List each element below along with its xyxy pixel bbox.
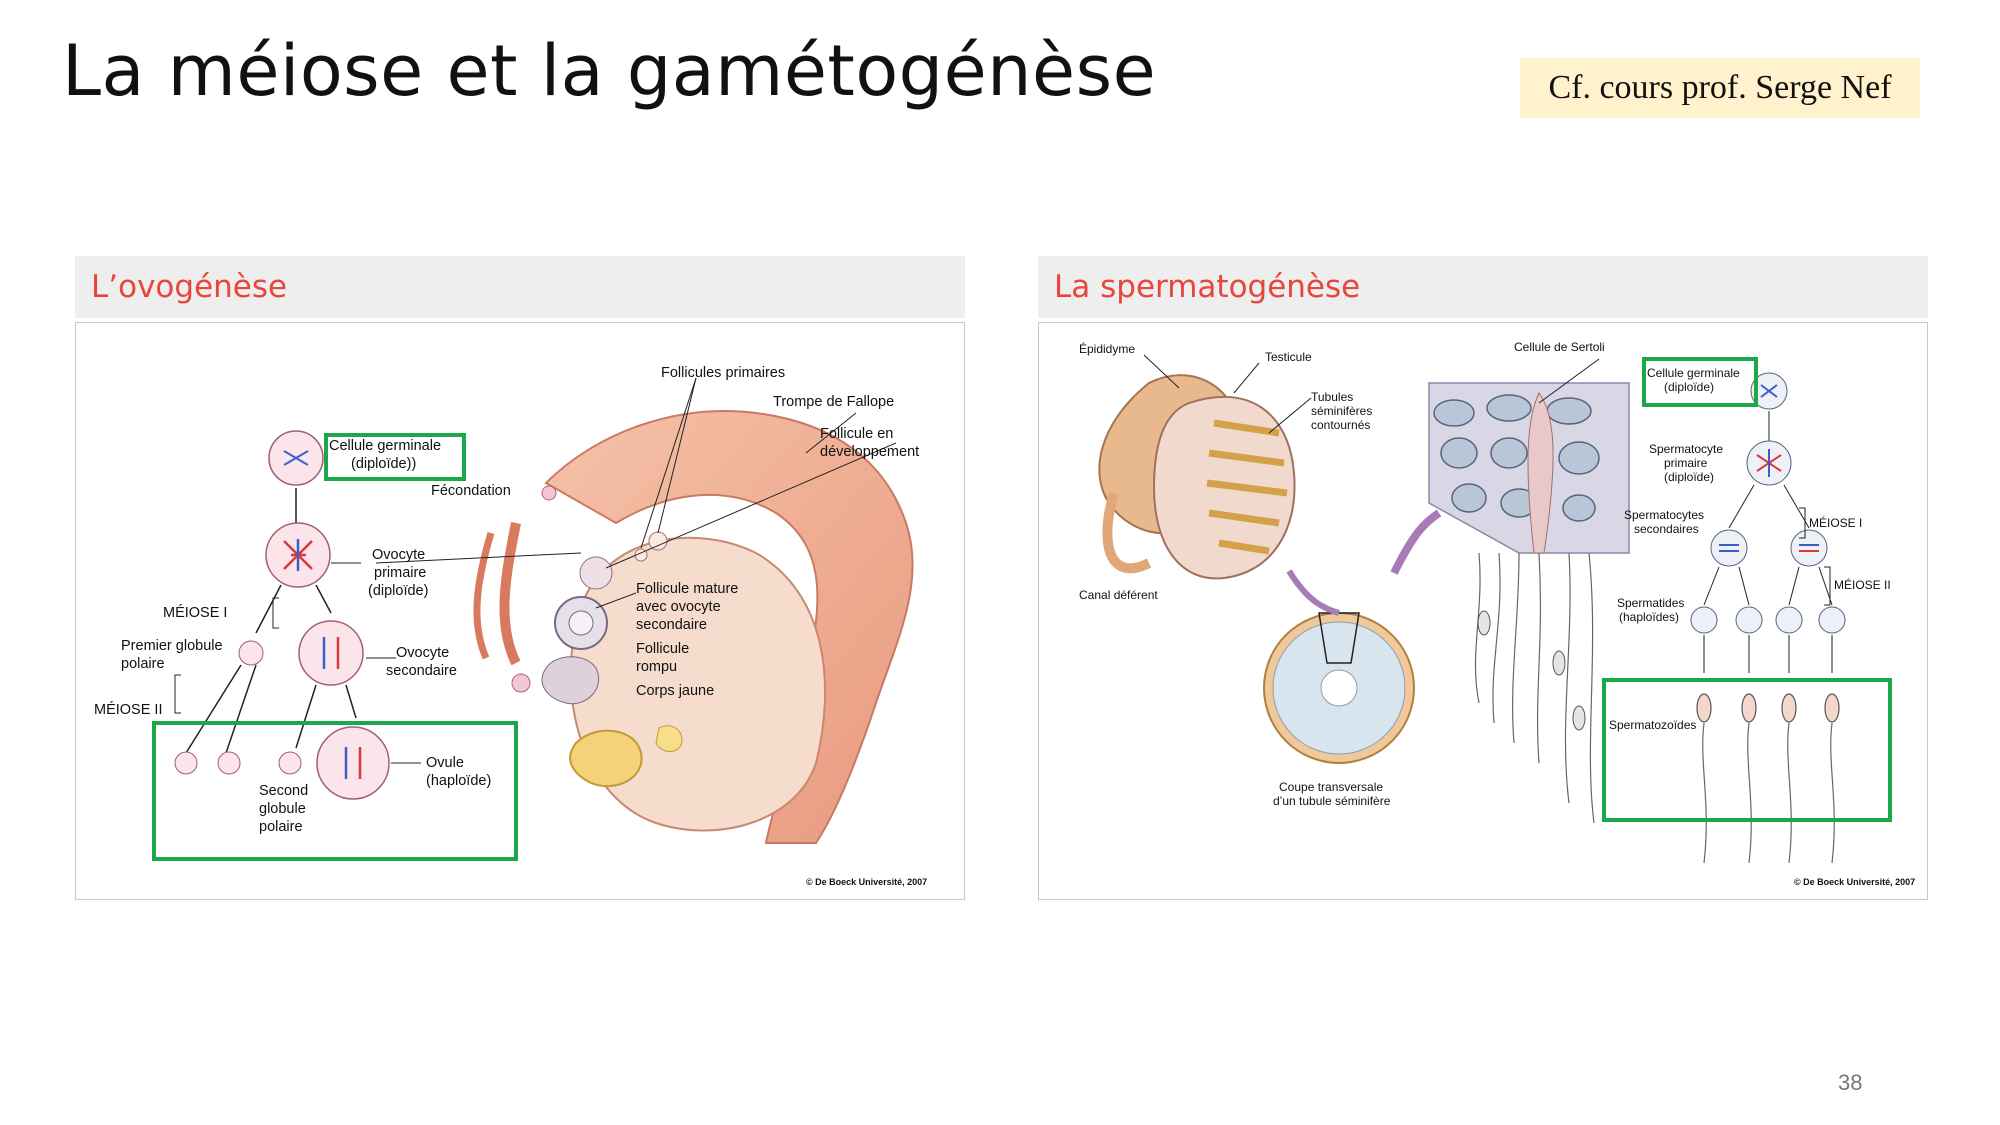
label-spermatocyte-2: primaire <box>1664 456 1708 470</box>
label-premier-globule-1: Premier globule <box>121 638 223 654</box>
highlight-cellule-germinale <box>324 433 466 481</box>
spermatocyte-secondaire-b <box>1790 529 1828 567</box>
label-cellule-germinale-2: (diploïde) <box>1664 380 1714 394</box>
label-second-globule-1: Second <box>259 783 308 799</box>
premier-globule-polaire <box>238 640 264 666</box>
label-spermatides-2: (haploïdes) <box>1619 610 1679 624</box>
ovocyte-expulse <box>511 673 531 693</box>
label-follicule-dev-1: Follicule en <box>820 426 893 442</box>
label-tubules-2: séminifères <box>1311 404 1372 418</box>
highlight-ovule <box>152 721 518 861</box>
copyright-left: © De Boeck Université, 2007 <box>806 877 927 887</box>
follicule-primaire <box>648 531 668 551</box>
label-trompe: Trompe de Fallope <box>773 394 894 410</box>
label-spermatocyte-1: Spermatocyte <box>1649 442 1723 456</box>
label-cellule-germinale-1: Cellule germinale <box>1647 366 1740 380</box>
label-follicule-rompu-1: Follicule <box>636 641 689 657</box>
label-meiose-1: MÉIOSE I <box>163 604 227 621</box>
label-corps-jaune: Corps jaune <box>636 683 714 699</box>
label-follicule-mature-2: avec ovocyte <box>636 599 721 615</box>
label-canal: Canal déférent <box>1079 588 1158 602</box>
reference-note: Cf. cours prof. Serge Nef <box>1520 58 1920 118</box>
label-follicule-mature-1: Follicule mature <box>636 581 738 597</box>
label-second-globule-3: polaire <box>259 819 303 835</box>
corps-jaune <box>569 729 643 788</box>
label-ovocyte-primaire-2: primaire <box>374 565 426 581</box>
follicule-developpement <box>579 556 613 590</box>
label-testicule: Testicule <box>1265 350 1312 364</box>
label-follicules-primaires: Follicules primaires <box>661 365 785 381</box>
spermatocyte-secondaire-a <box>1710 529 1748 567</box>
label-fecondation: Fécondation <box>431 483 511 499</box>
spermatozoides-group <box>1696 693 1840 723</box>
ovocyte-secondaire-cell <box>298 620 364 686</box>
left-panel-heading: L’ovogénèse <box>75 256 965 318</box>
label-premier-globule-2: polaire <box>121 656 165 672</box>
label-follicule-rompu-2: rompu <box>636 659 677 675</box>
label-sertoli: Cellule de Sertoli <box>1514 340 1605 354</box>
label-ovocyte-secondaire-2: secondaire <box>386 663 457 679</box>
ovule-cell <box>316 726 390 800</box>
label-spermatocytes-sec-1: Spermatocytes <box>1624 508 1704 522</box>
copyright-right: © De Boeck Université, 2007 <box>1794 877 1915 887</box>
spermatocyte-primaire-cell <box>1746 440 1792 486</box>
ovogenese-figure: Follicules primaires Trompe de Fallope F… <box>75 322 965 900</box>
label-epididyme: Épididyme <box>1079 341 1135 356</box>
label-spermatocyte-3: (diploïde) <box>1664 470 1714 484</box>
cellule-germinale-cell <box>268 430 324 486</box>
label-cellule-germinale-1: Cellule germinale <box>329 438 441 454</box>
page-number: 38 <box>1838 1070 1863 1095</box>
label-follicule-dev-2: développement <box>820 444 919 460</box>
label-spermatozoides: Spermatozoïdes <box>1609 718 1696 732</box>
label-coupe-2: d’un tubule séminifère <box>1273 794 1391 808</box>
ovocyte-primaire-cell <box>265 522 331 588</box>
slide-title: La méiose et la gamétogénèse <box>62 30 1157 112</box>
label-meiose-1: MÉIOSE I <box>1809 515 1862 530</box>
coupe-transversale-shape <box>1263 612 1415 764</box>
label-spermatocytes-sec-2: secondaires <box>1634 522 1699 536</box>
follicule-rompu <box>541 656 600 705</box>
cellule-germinale-cell <box>1750 372 1788 410</box>
label-second-globule-2: globule <box>259 801 306 817</box>
label-cellule-germinale-2: (diploïde)) <box>351 456 416 472</box>
label-ovocyte-primaire-3: (diploïde) <box>368 583 428 599</box>
label-follicule-mature-3: secondaire <box>636 617 707 633</box>
spermatogenese-diagram: Épididyme Testicule Tubules séminifères … <box>1079 340 1915 887</box>
label-meiose-2: MÉIOSE II <box>1834 577 1891 592</box>
label-meiose-2: MÉIOSE II <box>94 701 163 718</box>
label-coupe-1: Coupe transversale <box>1279 780 1383 794</box>
label-spermatides-1: Spermatides <box>1617 596 1684 610</box>
label-tubules-3: contournés <box>1311 418 1370 432</box>
spermatogenese-figure: Épididyme Testicule Tubules séminifères … <box>1038 322 1928 900</box>
label-ovocyte-primaire-1: Ovocyte <box>372 547 425 563</box>
label-ovocyte-secondaire-1: Ovocyte <box>396 645 449 661</box>
canal-deferent <box>1102 491 1152 574</box>
right-panel-heading: La spermatogénèse <box>1038 256 1928 318</box>
label-ovule-1: Ovule <box>426 755 464 771</box>
label-ovule-2: (haploïde) <box>426 773 491 789</box>
highlight-cellule-germinale <box>1642 357 1758 407</box>
label-tubules-1: Tubules <box>1311 390 1353 404</box>
ovogenese-diagram: Follicules primaires Trompe de Fallope F… <box>94 365 927 887</box>
highlight-spermatozoides <box>1602 678 1892 822</box>
